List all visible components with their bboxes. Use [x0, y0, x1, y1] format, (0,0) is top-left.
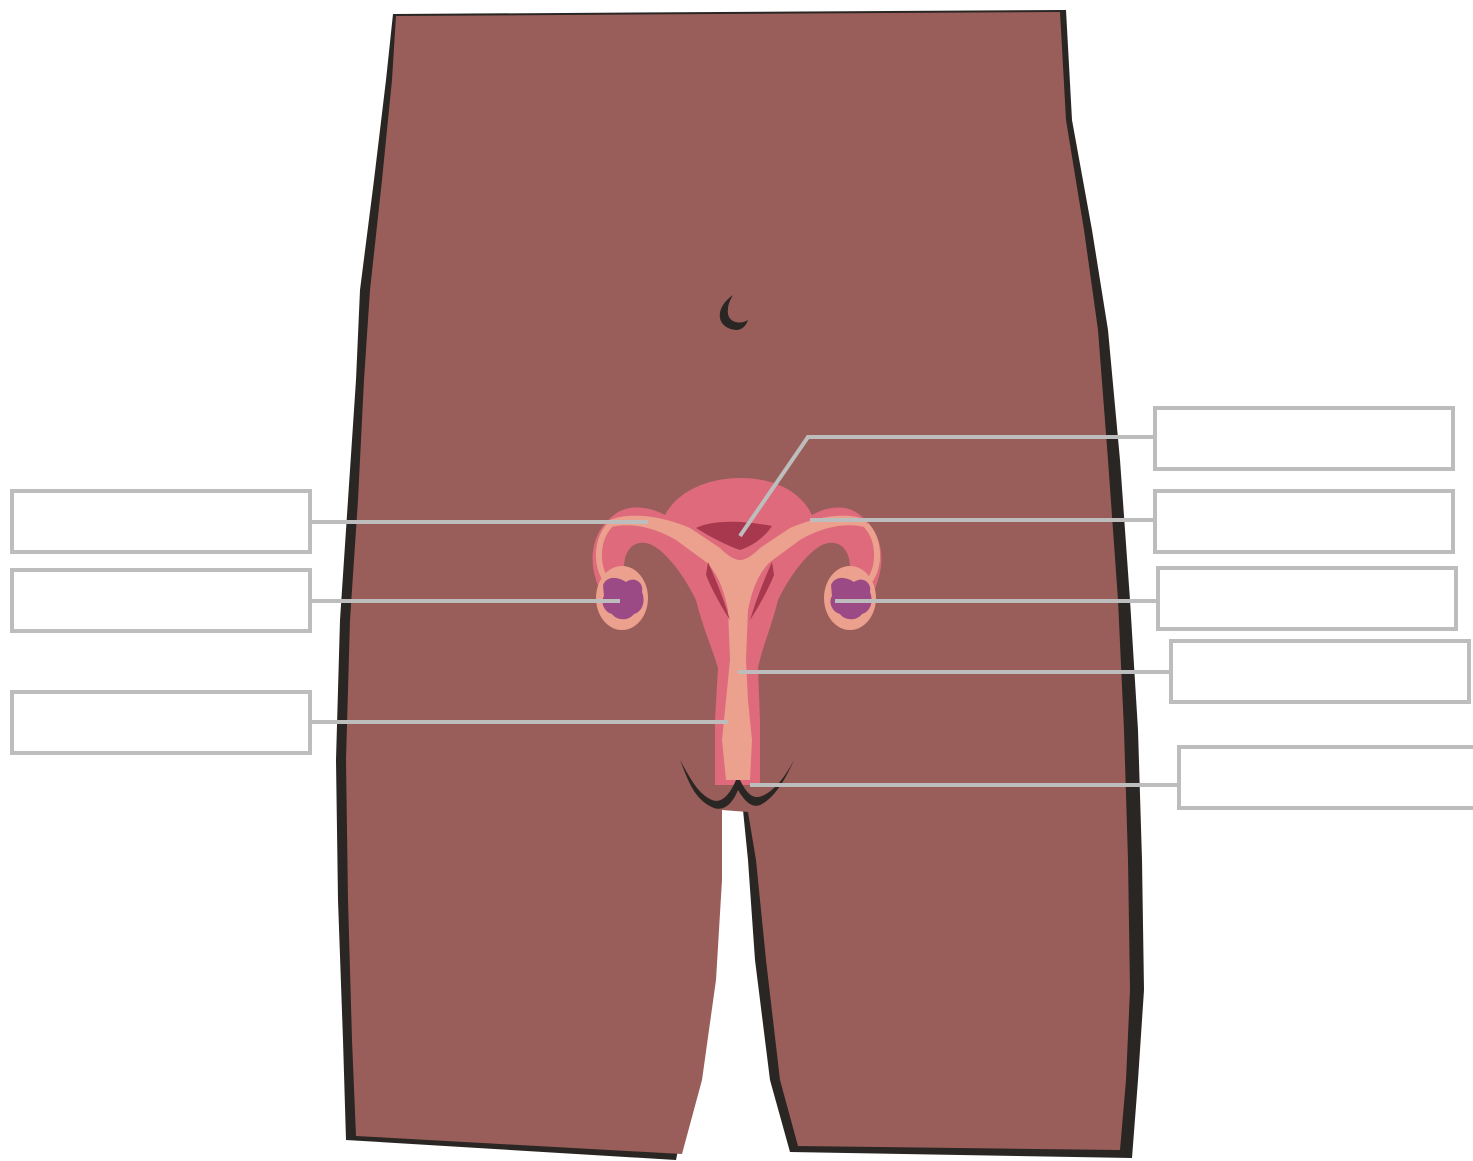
label-box-vagina[interactable]	[1177, 745, 1473, 810]
label-box-uterine-cavity[interactable]	[1153, 406, 1455, 471]
label-box-cervix[interactable]	[10, 690, 312, 755]
label-box-ovary-right[interactable]	[1156, 566, 1458, 631]
label-box-uterus-body[interactable]	[1169, 639, 1471, 704]
label-box-fallopian-tube-right[interactable]	[1153, 489, 1455, 554]
label-box-ovary-left[interactable]	[10, 568, 312, 633]
label-box-fallopian-tube-left[interactable]	[10, 489, 312, 554]
